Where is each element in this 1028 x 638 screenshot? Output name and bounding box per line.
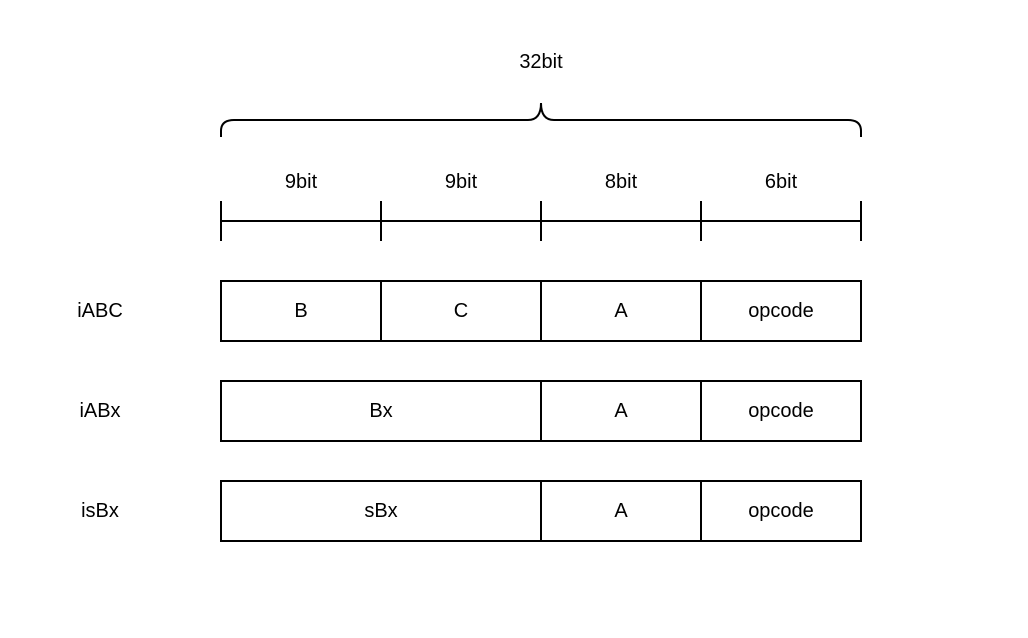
field-cell — [700, 280, 862, 342]
format-name: iABx — [79, 400, 120, 422]
field-width-label: 9bit — [285, 171, 318, 193]
field-label: B — [294, 300, 307, 322]
field-width-labels: 9bit 9bit 8bit 6bit — [285, 171, 798, 193]
field-label: sBx — [364, 500, 397, 522]
format-name: iABC — [77, 300, 123, 322]
field-label: Bx — [369, 400, 392, 422]
field-cell — [700, 480, 862, 542]
field-label: opcode — [748, 500, 814, 522]
field-width-label: 8bit — [605, 171, 638, 193]
bit-ruler — [220, 201, 862, 241]
format-name: isBx — [81, 500, 119, 522]
field-label: opcode — [748, 400, 814, 422]
field-cell — [700, 380, 862, 442]
field-width-label: 6bit — [765, 171, 798, 193]
field-label: A — [614, 400, 628, 422]
field-label: A — [614, 500, 628, 522]
field-label: C — [454, 300, 468, 322]
field-width-label: 9bit — [445, 171, 478, 193]
total-width-brace — [220, 102, 862, 137]
total-width-label: 32bit — [519, 51, 563, 73]
field-label: opcode — [748, 300, 814, 322]
field-label: A — [614, 300, 628, 322]
